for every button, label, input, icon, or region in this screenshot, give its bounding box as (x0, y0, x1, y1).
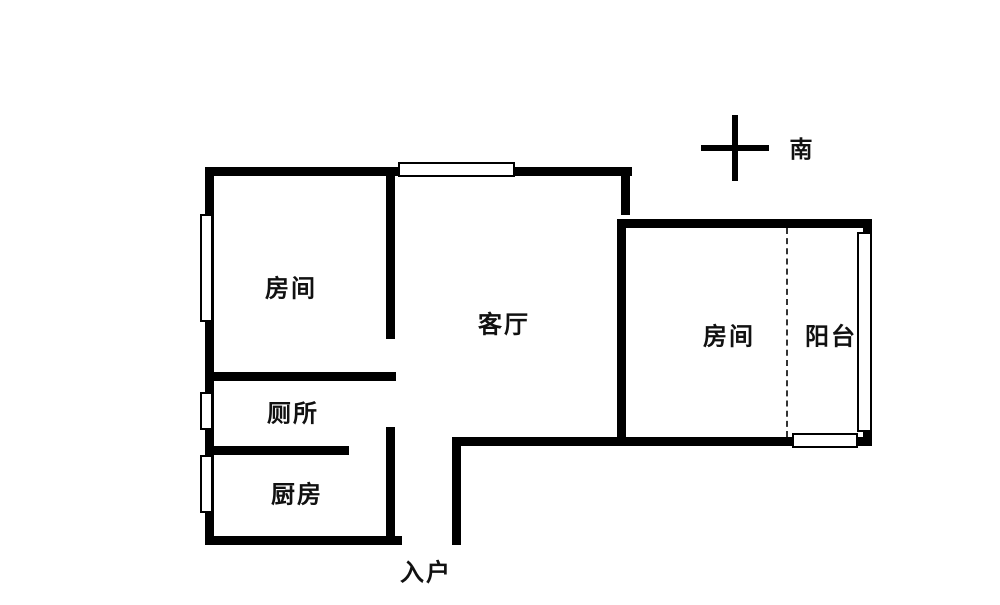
wall-bedroom-left-divider (386, 167, 395, 339)
room-label-kitchen: 厨房 (271, 480, 323, 509)
compass-south-label: 南 (789, 137, 813, 163)
compass-icon (732, 115, 738, 181)
dashed-balcony-partition (786, 228, 788, 437)
wall-hall-right (452, 437, 461, 545)
room-label-entry: 入户 (400, 558, 452, 587)
wall-top-right-stub (621, 167, 630, 215)
wall-bottom-left (205, 536, 402, 545)
window-left-toilet (200, 392, 213, 430)
window-top (398, 162, 515, 177)
room-label-balcony: 阳台 (805, 322, 857, 351)
wall-bedroom-right-top (617, 219, 872, 228)
wall-left (205, 167, 214, 545)
room-label-living-room: 客厅 (478, 310, 530, 339)
room-label-bedroom-right: 房间 (703, 322, 755, 351)
wall-bedroom-right-left (617, 219, 626, 446)
room-label-toilet: 厕所 (267, 399, 319, 428)
wall-kitchen-right (386, 427, 395, 545)
wall-toilet-bottom (205, 446, 349, 455)
wall-bedroom-left-bottom (205, 372, 396, 381)
window-balcony-bottom (792, 433, 858, 448)
window-left-bedroom (200, 214, 213, 322)
window-left-kitchen (200, 455, 213, 513)
wall-living-bottom (452, 437, 872, 446)
room-label-bedroom-left: 房间 (265, 274, 317, 303)
window-right-balcony (857, 232, 872, 432)
